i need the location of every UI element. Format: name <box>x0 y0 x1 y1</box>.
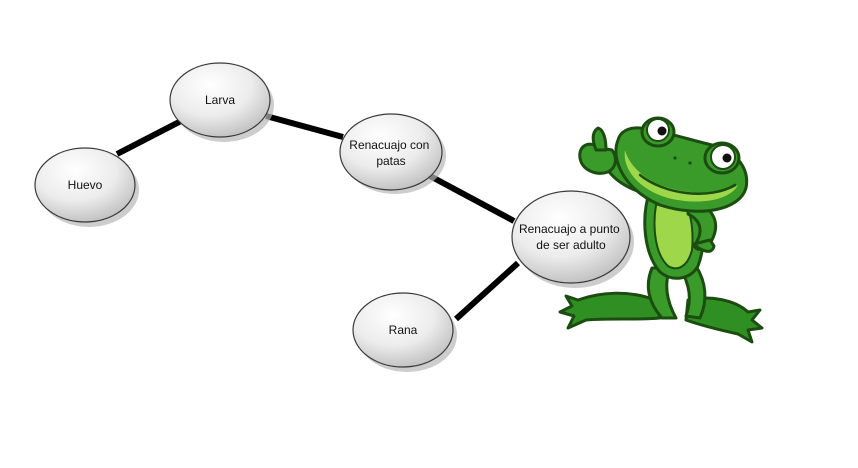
node-huevo: Huevo <box>34 147 139 227</box>
node-label: Renacuajo con patas <box>349 138 432 168</box>
node-renacuajo-a-punto-de-ser-adulto: Renacuajo a punto de ser adulto <box>511 190 634 288</box>
edge-renacuajo-adulto-rana <box>453 260 521 322</box>
node-rana: Rana <box>352 292 457 372</box>
node-label: Huevo <box>68 178 103 192</box>
frog-mascot-icon <box>558 116 764 344</box>
node-label: Rana <box>389 323 418 337</box>
node-label: Larva <box>205 93 235 107</box>
node-renacuajo-con-patas: Renacuajo con patas <box>339 113 446 194</box>
edge-larva-renacuajo-patas <box>265 113 344 140</box>
node-label: Renacuajo a punto de ser adulto <box>519 222 623 252</box>
diagram-edges <box>115 113 521 322</box>
node-larva: Larva <box>169 62 274 142</box>
edge-huevo-larva <box>115 117 185 157</box>
edge-renacuajo-patas-renacuajo-adulto <box>428 173 516 224</box>
